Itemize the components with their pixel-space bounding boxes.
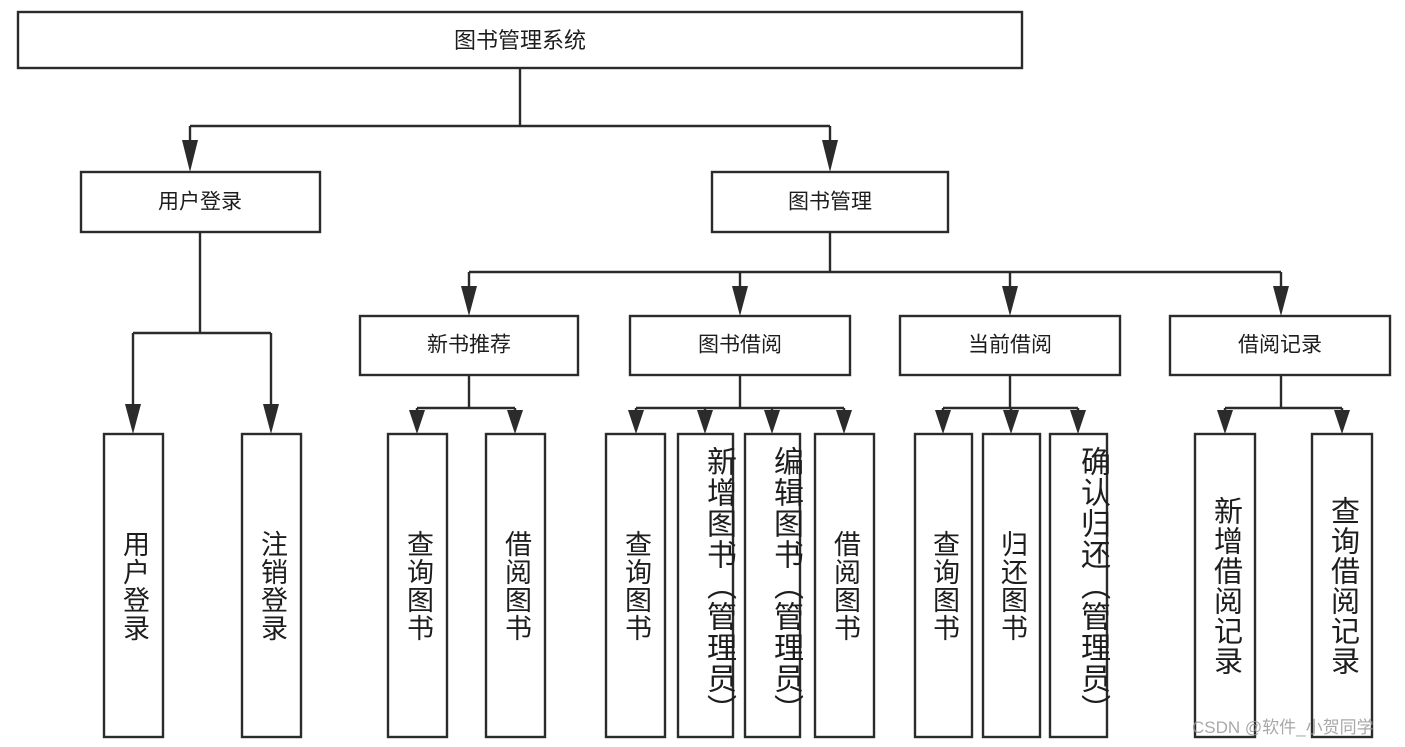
- node-box-leaf-user-login[interactable]: [102, 432, 165, 739]
- node-label-new-book-recommend: 新书推荐: [427, 334, 511, 357]
- node-box-leaf-query-book-3[interactable]: [913, 432, 974, 739]
- arrow-to-new-book-rec: [461, 286, 477, 316]
- node-box-leaf-borrow-book-1[interactable]: [484, 432, 547, 739]
- node-box-leaf-edit-book[interactable]: [743, 432, 802, 739]
- node-label-borrow-record: 借阅记录: [1238, 334, 1322, 357]
- node-box-book-management[interactable]: [710, 170, 950, 234]
- node-box-borrow-record[interactable]: [1168, 314, 1392, 377]
- node-box-root[interactable]: [16, 10, 1024, 70]
- node-label-current-borrow: 当前借阅: [968, 334, 1052, 357]
- node-label-book-borrow: 图书借阅: [698, 334, 782, 357]
- arrow-to-leaf-add-book: [697, 410, 713, 434]
- node-box-leaf-query-book-2[interactable]: [604, 432, 667, 739]
- arrow-to-user-login: [182, 140, 198, 172]
- node-box-user-login[interactable]: [79, 170, 322, 234]
- nodes-group: 图书管理系统 用户登录 图书管理 新书推荐 图书借阅 当前借阅 借阅记录: [16, 10, 1392, 739]
- node-box-leaf-query-book-1[interactable]: [386, 432, 449, 739]
- arrow-to-leaf-user-login: [125, 404, 141, 434]
- node-box-leaf-query-record[interactable]: [1310, 432, 1374, 739]
- node-box-new-book-recommend[interactable]: [358, 314, 580, 377]
- arrow-to-leaf-borrow-book-1: [507, 410, 523, 434]
- connectors-group: [125, 68, 1350, 434]
- node-box-book-borrow[interactable]: [628, 314, 852, 377]
- node-box-leaf-add-book[interactable]: [676, 432, 735, 739]
- node-box-leaf-borrow-book-2[interactable]: [813, 432, 876, 739]
- node-label-book-management: 图书管理: [788, 191, 872, 214]
- node-box-leaf-confirm-return[interactable]: [1048, 432, 1109, 739]
- node-label-root: 图书管理系统: [454, 28, 586, 53]
- arrow-to-book-mgmt: [822, 140, 838, 172]
- arrow-to-leaf-borrow-book-2: [836, 410, 852, 434]
- arrow-to-book-borrow: [732, 286, 748, 316]
- arrow-to-leaf-edit-book: [764, 410, 780, 434]
- arrow-to-leaf-logout: [263, 404, 279, 434]
- node-box-current-borrow[interactable]: [898, 314, 1122, 377]
- arrow-to-current-borrow: [1002, 286, 1018, 316]
- arrow-to-leaf-add-record: [1217, 410, 1233, 434]
- arrow-to-leaf-query-book-3: [935, 410, 951, 434]
- csdn-watermark: CSDN @软件_小贺同学: [1192, 718, 1374, 737]
- node-box-leaf-logout[interactable]: [240, 432, 303, 739]
- arrow-to-borrow-record: [1273, 286, 1289, 316]
- arrow-to-leaf-query-book-2: [628, 410, 644, 434]
- node-label-user-login: 用户登录: [158, 191, 242, 214]
- node-box-leaf-add-record[interactable]: [1193, 432, 1257, 739]
- arrow-to-leaf-confirm-return: [1070, 410, 1086, 434]
- arrow-to-leaf-query-book-1: [409, 410, 425, 434]
- node-box-leaf-return-book[interactable]: [981, 432, 1042, 739]
- arrow-to-leaf-return-book: [1003, 410, 1019, 434]
- arrow-to-leaf-query-record: [1334, 410, 1350, 434]
